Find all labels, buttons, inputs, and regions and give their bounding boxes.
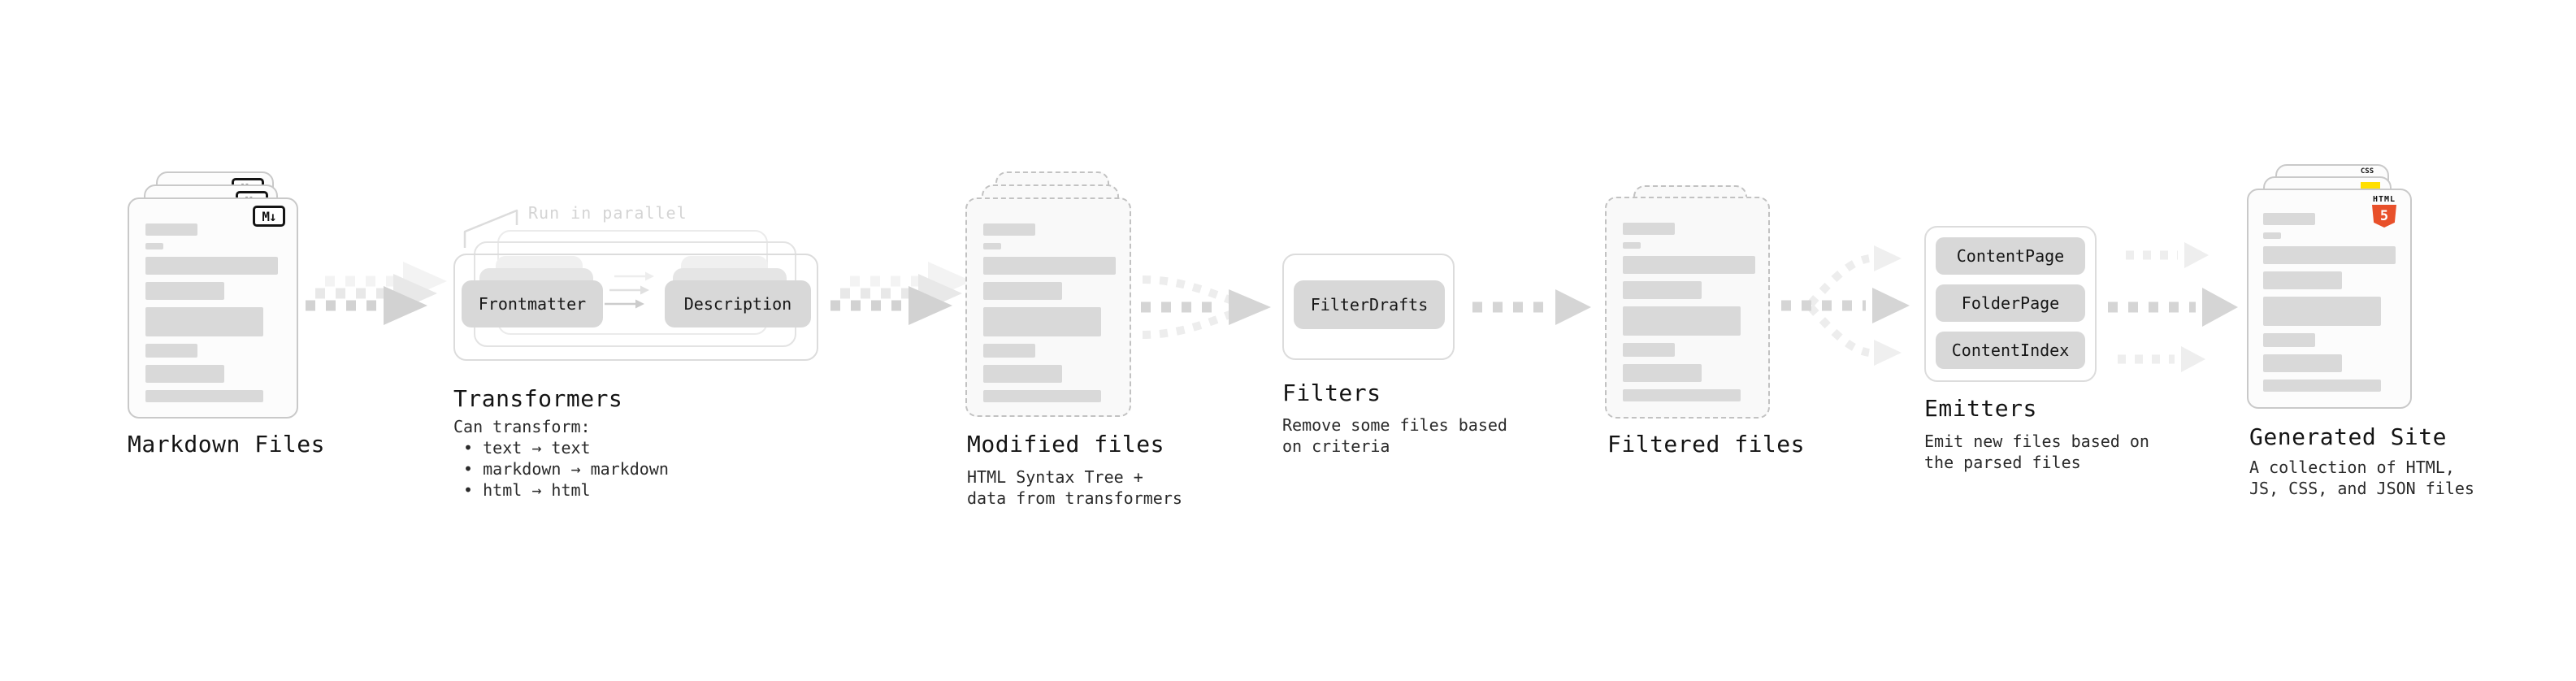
- filterdrafts-chip: FilterDrafts: [1294, 280, 1445, 329]
- contentpage-chip: ContentPage: [1936, 237, 2085, 275]
- run-in-parallel-callout: Run in parallel: [528, 203, 687, 223]
- generated-site-label: Generated Site: [2249, 423, 2448, 450]
- frontmatter-chip: Frontmatter: [462, 280, 603, 327]
- markdown-icon: M↓: [253, 206, 285, 227]
- document-card: [965, 197, 1131, 417]
- modified-files-description: HTML Syntax Tree + data from transformer…: [967, 467, 1182, 508]
- contentindex-chip: ContentIndex: [1936, 332, 2085, 369]
- transformers-description: Can transform: • text → text • markdown …: [453, 417, 669, 500]
- document-card: M↓: [128, 197, 298, 419]
- arrow-filtered-to-emitters: [1781, 245, 1910, 366]
- markdown-files-label: Markdown Files: [128, 431, 326, 458]
- filters-description: Remove some files based on criteria: [1282, 415, 1507, 456]
- modified-files-label: Modified files: [967, 431, 1165, 458]
- generated-site-description: A collection of HTML, JS, CSS, and JSON …: [2249, 458, 2474, 498]
- generated-site-stack: CSS HTML 5: [2247, 164, 2413, 409]
- html5-icon: HTML 5: [2370, 195, 2399, 228]
- text-placeholder-bars: [1623, 223, 1755, 401]
- text-placeholder-bars: [145, 223, 278, 402]
- document-card: [1605, 197, 1770, 419]
- description-chip: Description: [665, 280, 811, 327]
- modified-files-stack: [965, 171, 1133, 417]
- arrow-markdown-to-transformers: [306, 262, 447, 325]
- document-card: HTML 5: [2247, 189, 2412, 409]
- filters-label: Filters: [1282, 380, 1381, 406]
- filtered-files-stack: [1605, 185, 1772, 419]
- arrow-filters-to-filtered: [1472, 289, 1591, 325]
- arrow-frontmatter-to-description: [605, 271, 654, 309]
- emitters-label: Emitters: [1924, 395, 2037, 422]
- html5-icon-label: HTML: [2372, 195, 2396, 204]
- emitters-description: Emit new files based on the parsed files: [1924, 432, 2149, 472]
- css-icon-label: CSS: [2360, 167, 2374, 176]
- transformers-label: Transformers: [453, 385, 623, 412]
- filtered-files-label: Filtered files: [1607, 431, 1806, 458]
- html5-glyph: 5: [2379, 208, 2389, 224]
- arrow-modified-to-filters: [1141, 275, 1271, 339]
- markdown-files-stack: M↓ M↓ M↓: [128, 171, 300, 419]
- arrow-transformers-to-modified: [830, 262, 972, 325]
- transformer-panel-front: [453, 254, 818, 361]
- text-placeholder-bars: [2263, 213, 2396, 392]
- run-in-parallel-leader-line: [463, 209, 518, 248]
- arrow-emitters-to-generated: [2108, 242, 2238, 372]
- text-placeholder-bars: [983, 223, 1116, 402]
- folderpage-chip: FolderPage: [1936, 284, 2085, 322]
